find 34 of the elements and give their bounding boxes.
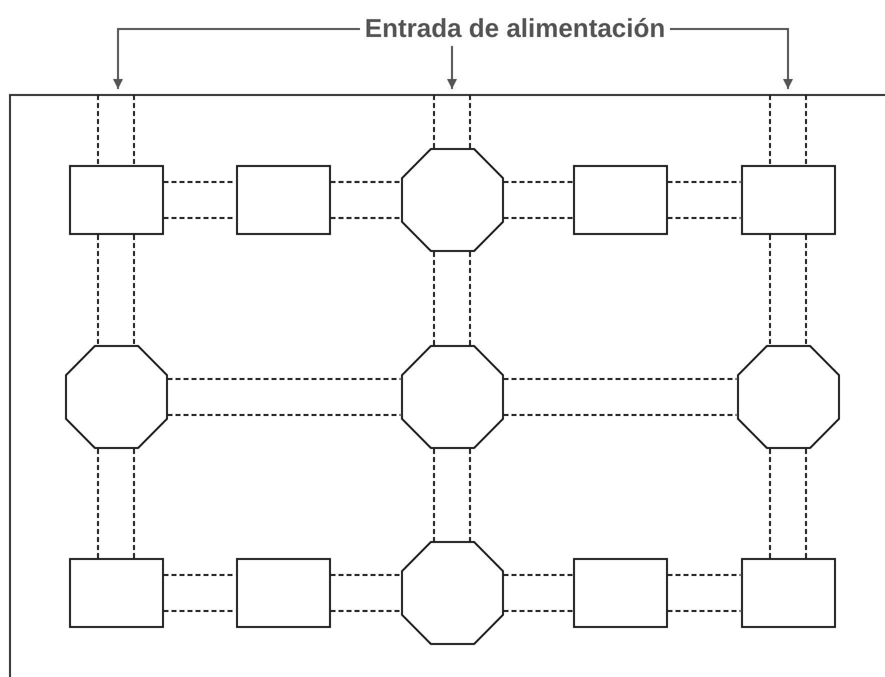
conduit (97, 94, 135, 166)
rectangular-box (740, 558, 836, 628)
arrow (447, 46, 457, 89)
conduit (769, 448, 807, 559)
conduit (330, 181, 402, 219)
conduit (433, 251, 471, 346)
conduit (769, 94, 807, 166)
octagon-junction (64, 345, 168, 449)
arrow (670, 28, 793, 89)
octagon-junction (400, 148, 504, 252)
conduit (502, 378, 738, 416)
octagon-junction (400, 345, 504, 449)
conduit (97, 448, 135, 559)
rectangular-box (68, 558, 164, 628)
rectangular-box (740, 165, 836, 235)
octagon-junction (400, 541, 504, 645)
conduit (433, 94, 471, 149)
conduit (769, 234, 807, 346)
rectangular-box (236, 165, 330, 235)
conduit (330, 574, 402, 612)
conduit (97, 234, 135, 346)
conduit (666, 181, 742, 219)
inlet-label: Entrada de alimentación (360, 10, 670, 46)
conduit (166, 378, 402, 416)
rectangular-box (68, 165, 164, 235)
octagon-junction (736, 345, 840, 449)
conduit (502, 181, 574, 219)
arrow (113, 28, 360, 89)
rectangular-box (236, 558, 330, 628)
rectangular-box (572, 558, 668, 628)
conduit (502, 574, 574, 612)
conduit (433, 448, 471, 542)
conduit (666, 574, 742, 612)
rectangular-box (572, 165, 668, 235)
